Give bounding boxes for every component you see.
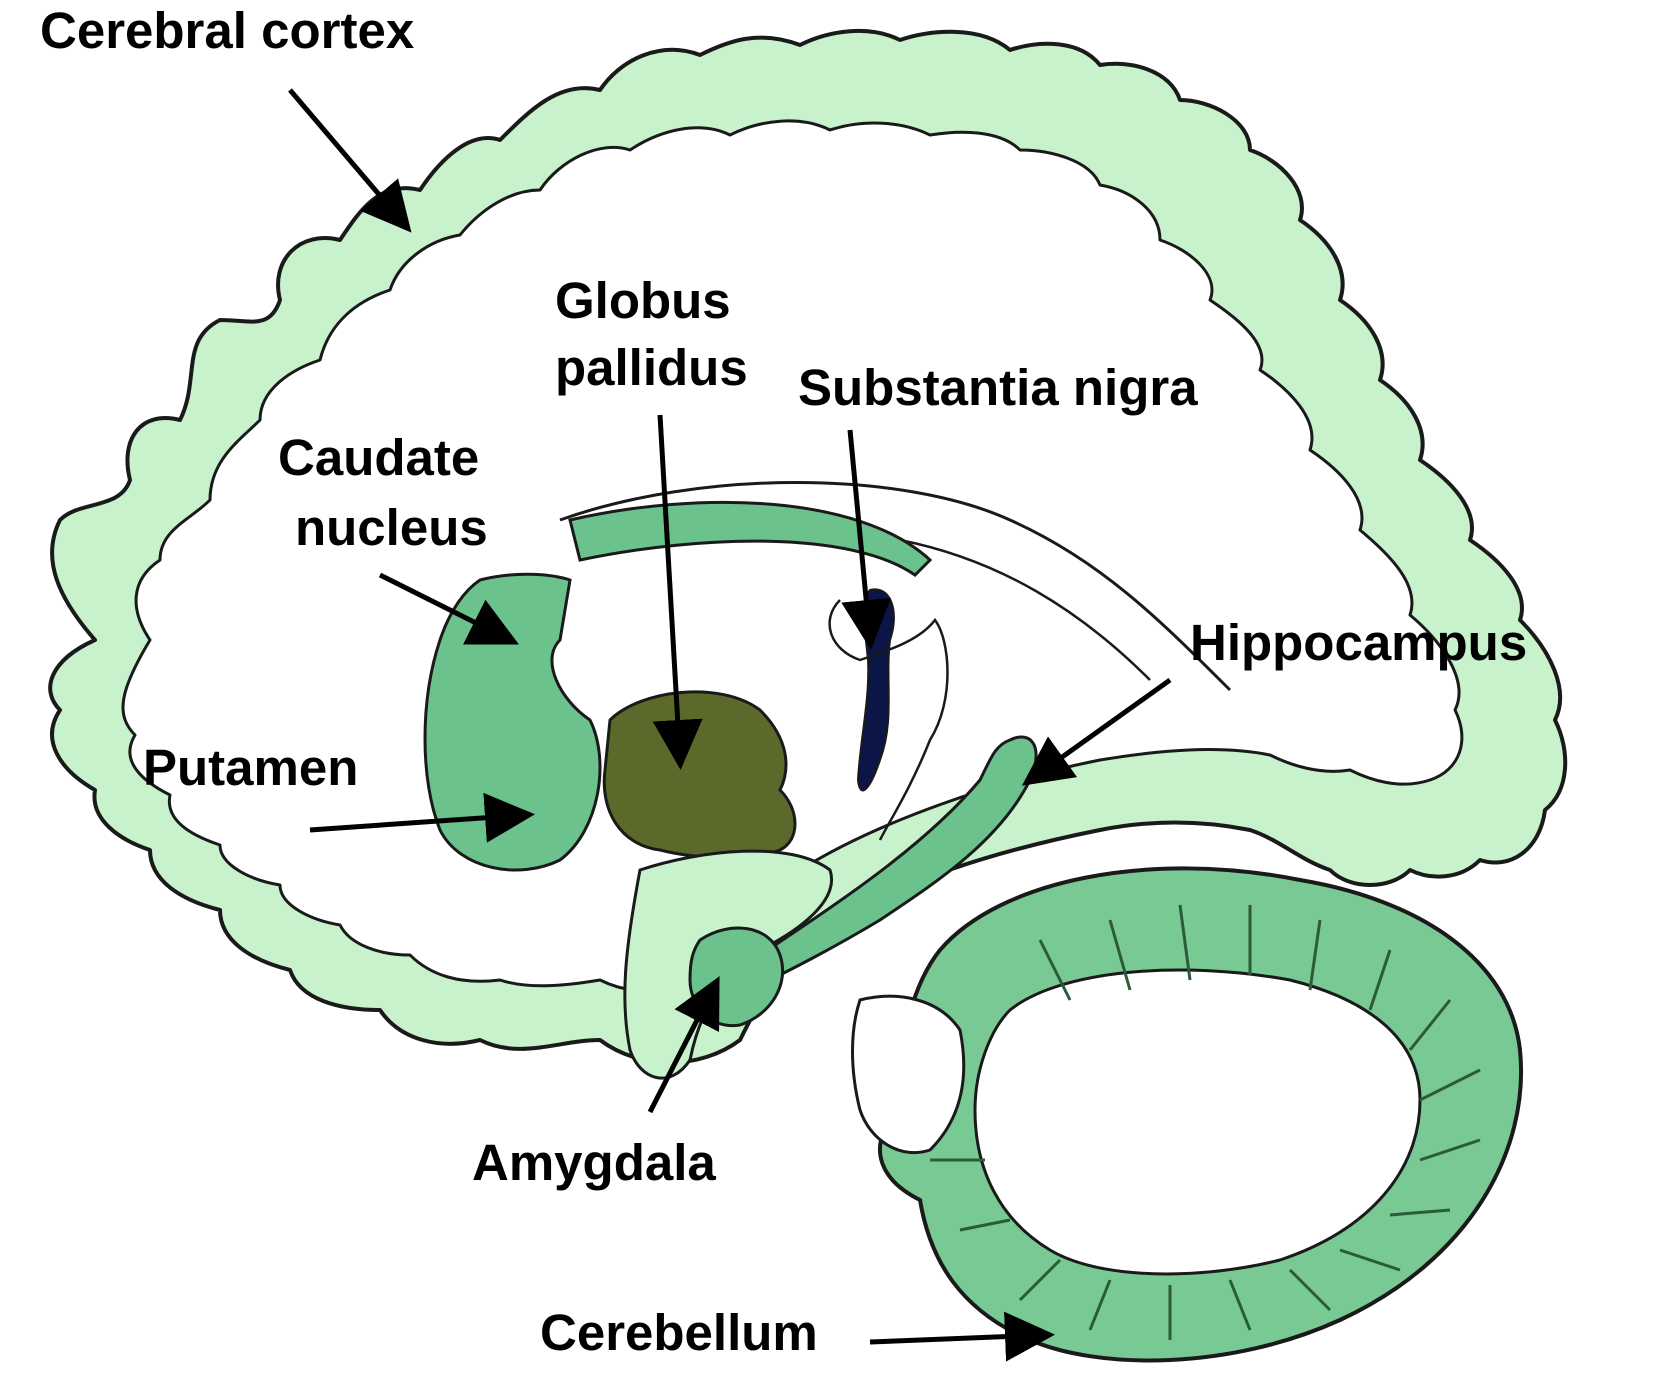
label-globus-pallidus-line2: pallidus (555, 339, 748, 396)
fornix-arc (899, 538, 1151, 681)
ventricle-arc (559, 481, 1232, 692)
arrow-amygdala (647, 976, 720, 1114)
putamen-shape (423, 572, 602, 872)
caudate-nucleus-shape (568, 500, 933, 577)
label-cerebral-cortex: Cerebral cortex (40, 2, 414, 59)
labels: Cerebral cortex Globus pallidus Substant… (40, 2, 1527, 1361)
label-globus-pallidus-line1: Globus (555, 272, 731, 329)
arrow-globus-pallidus (652, 414, 703, 770)
cerebellum-white-matter (973, 968, 1422, 1276)
label-putamen: Putamen (143, 739, 358, 796)
arrow-caudate-nucleus (378, 572, 519, 645)
arrow-putamen (309, 792, 535, 843)
globus-pallidus-shape (602, 690, 797, 859)
label-amygdala: Amygdala (472, 1134, 716, 1191)
cerebellum-region (851, 866, 1523, 1363)
label-cerebellum: Cerebellum (540, 1304, 818, 1361)
arrow-cerebral-cortex (288, 88, 412, 233)
arrow-cerebellum (869, 1311, 1055, 1362)
label-caudate-nucleus-line1: Caudate (278, 429, 479, 486)
cerebellum-folia (930, 904, 1481, 1340)
label-hippocampus: Hippocampus (1190, 614, 1527, 671)
arrow-substantia-nigra (841, 429, 892, 650)
arrow-hippocampus (1021, 677, 1172, 786)
brainstem (851, 994, 966, 1155)
label-substantia-nigra: Substantia nigra (798, 359, 1198, 416)
label-caudate-nucleus-line2: nucleus (295, 499, 488, 556)
pointer-arrows (288, 88, 1172, 1362)
